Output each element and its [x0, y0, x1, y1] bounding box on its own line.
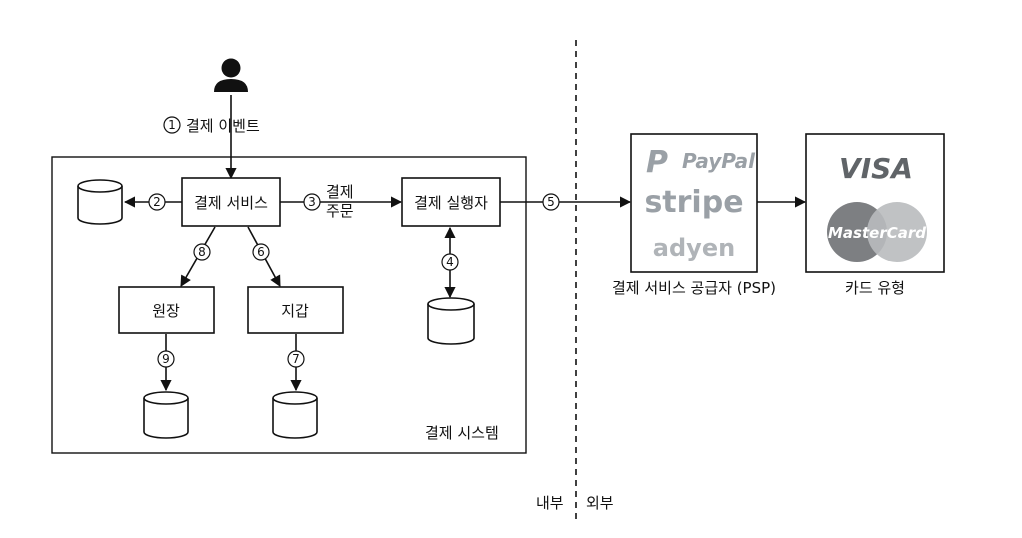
svg-text:결제 서비스: 결제 서비스	[194, 194, 268, 212]
database-icon	[272, 391, 318, 439]
svg-text:결제 실행자: 결제 실행자	[414, 194, 488, 212]
svg-text:1: 1	[168, 118, 176, 132]
psp-label: 결제 서비스 공급자 (PSP)	[612, 279, 776, 297]
svg-text:지갑: 지갑	[281, 302, 309, 320]
svg-text:3: 3	[308, 195, 316, 209]
internal-label: 내부	[536, 494, 564, 512]
payment-order-label-line1: 결제	[326, 183, 354, 201]
step-6-badge: 6	[252, 243, 270, 261]
svg-text:4: 4	[446, 255, 454, 269]
paypal-logo: P PayPal	[646, 145, 756, 180]
payment-event-label: 결제 이벤트	[186, 117, 260, 135]
database-icon	[77, 179, 123, 225]
payment-executor-node: 결제 실행자	[401, 177, 501, 227]
payment-order-label-line2: 주문	[326, 202, 354, 220]
svg-text:9: 9	[162, 352, 170, 366]
user-icon	[214, 58, 248, 92]
step-2-badge: 2	[148, 193, 166, 211]
step-1-badge: 1	[163, 116, 181, 134]
visa-logo: VISA	[839, 152, 913, 185]
wallet-node: 지갑	[247, 286, 344, 334]
stripe-logo: stripe	[644, 185, 743, 220]
database-icon	[427, 297, 475, 345]
svg-text:MasterCard: MasterCard	[828, 224, 926, 242]
payment-system-label: 결제 시스템	[425, 424, 499, 442]
svg-text:원장: 원장	[152, 302, 180, 320]
card-types-label: 카드 유형	[845, 279, 905, 297]
card-types-box: VISA MasterCard	[805, 133, 945, 273]
step-4-badge: 4	[441, 253, 459, 271]
step-5-badge: 5	[542, 193, 560, 211]
ledger-node: 원장	[118, 286, 215, 334]
svg-text:2: 2	[153, 195, 161, 209]
step-8-badge: 8	[193, 243, 211, 261]
svg-text:8: 8	[198, 245, 206, 259]
svg-text:7: 7	[292, 352, 300, 366]
psp-box: P PayPal stripe adyen	[630, 133, 758, 273]
step-7-badge: 7	[287, 350, 305, 368]
payment-system-frame	[51, 156, 527, 454]
svg-text:6: 6	[257, 245, 265, 259]
adyen-logo: adyen	[653, 234, 735, 262]
svg-text:5: 5	[547, 195, 555, 209]
mastercard-logo: MasterCard	[827, 202, 927, 262]
step-3-badge: 3	[303, 193, 321, 211]
svg-text:P: P	[646, 145, 668, 180]
database-icon	[143, 391, 189, 439]
step-9-badge: 9	[157, 350, 175, 368]
svg-text:PayPal: PayPal	[682, 149, 756, 173]
external-label: 외부	[586, 494, 614, 512]
payment-service-node: 결제 서비스	[181, 177, 281, 227]
